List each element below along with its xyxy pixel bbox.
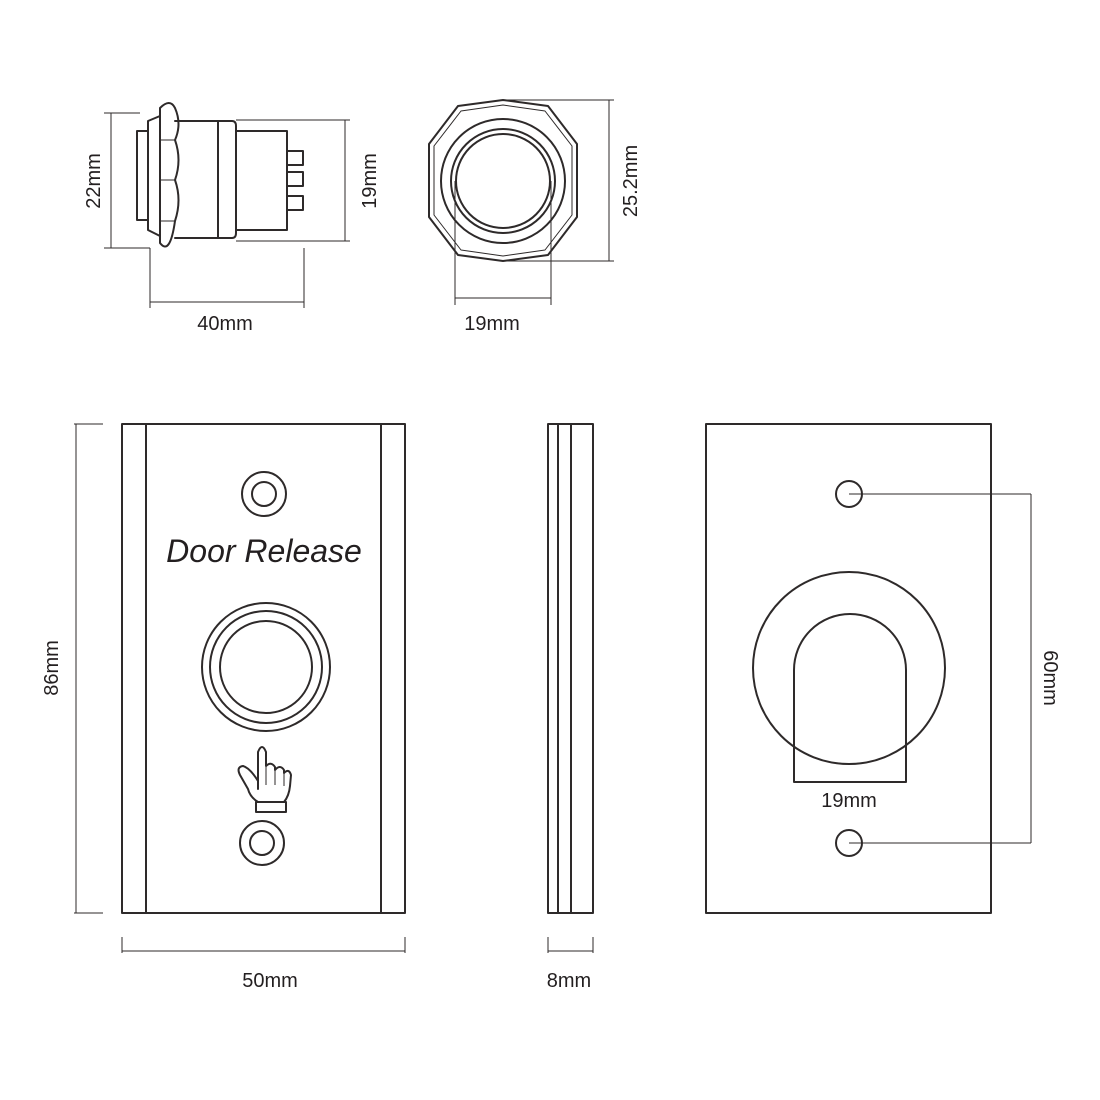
button-side-view: 22mm 19mm 40mm — [83, 102, 381, 335]
back-recess-slot — [793, 613, 907, 783]
dimension-86mm-label: 86mm — [41, 640, 63, 696]
terminal-3 — [286, 195, 304, 211]
dimension-19mm-front-label: 19mm — [464, 313, 520, 335]
dimension-19mm-back-label: 19mm — [821, 790, 877, 812]
dimension-19mm-front-lines — [454, 181, 552, 305]
dimension-60mm-lines — [849, 493, 1032, 844]
bottom-screw-outer — [239, 820, 285, 866]
top-screw-inner — [251, 481, 277, 507]
plate-back-outline — [705, 423, 992, 914]
plate-side-layers — [557, 423, 572, 914]
terminal-1 — [286, 150, 304, 166]
dimension-22mm-label: 22mm — [83, 153, 105, 209]
body-collar — [217, 120, 237, 239]
cap-ring — [147, 115, 161, 237]
dimension-25-2mm-lines — [503, 99, 614, 262]
dimension-8mm-label: 8mm — [547, 970, 591, 992]
dimension-50mm-lines — [121, 937, 406, 953]
dimension-40mm-label: 40mm — [197, 313, 253, 335]
plate-outline — [121, 423, 406, 914]
cap-front — [136, 130, 149, 221]
rear-body — [235, 130, 288, 231]
dimension-8mm-lines — [547, 937, 594, 953]
bezel-inner-ring — [450, 128, 556, 234]
dimension-50mm-label: 50mm — [242, 970, 298, 992]
plate-side-view: 8mm — [547, 423, 594, 992]
dimension-40mm-lines — [149, 248, 305, 308]
dimension-25-2mm-label: 25.2mm — [620, 145, 642, 217]
threaded-body — [174, 120, 219, 239]
plate-back-view: 60mm 19mm — [705, 423, 1061, 914]
dimension-22mm-lines — [104, 112, 150, 249]
dimension-19mm-lines — [236, 119, 350, 242]
hex-nut-inner-outline — [433, 104, 573, 257]
plate-button-bezel-inner — [209, 610, 323, 724]
hex-nut-edges — [160, 139, 175, 222]
plate-title: Door Release — [166, 533, 362, 569]
plate-front-view: Door Release 86mm 50mm — [41, 423, 406, 992]
push-button-face — [455, 133, 551, 229]
hand-press-icon — [237, 746, 292, 813]
dimension-86mm-lines — [74, 423, 103, 914]
terminal-2 — [286, 171, 304, 187]
bezel-outer-ring — [440, 118, 566, 244]
hex-nut-profile — [159, 102, 180, 248]
dimension-19mm-label: 19mm — [359, 153, 381, 209]
top-screw-outer — [241, 471, 287, 517]
button-front-view: 25.2mm 19mm — [428, 99, 642, 335]
dimension-60mm-label: 60mm — [1039, 650, 1061, 706]
bottom-screw-inner — [249, 830, 275, 856]
plate-button-bezel-outer — [201, 602, 331, 732]
back-recess-outer — [752, 571, 946, 765]
plate-bevel-lines — [145, 423, 382, 914]
plate-button-face — [219, 620, 313, 714]
